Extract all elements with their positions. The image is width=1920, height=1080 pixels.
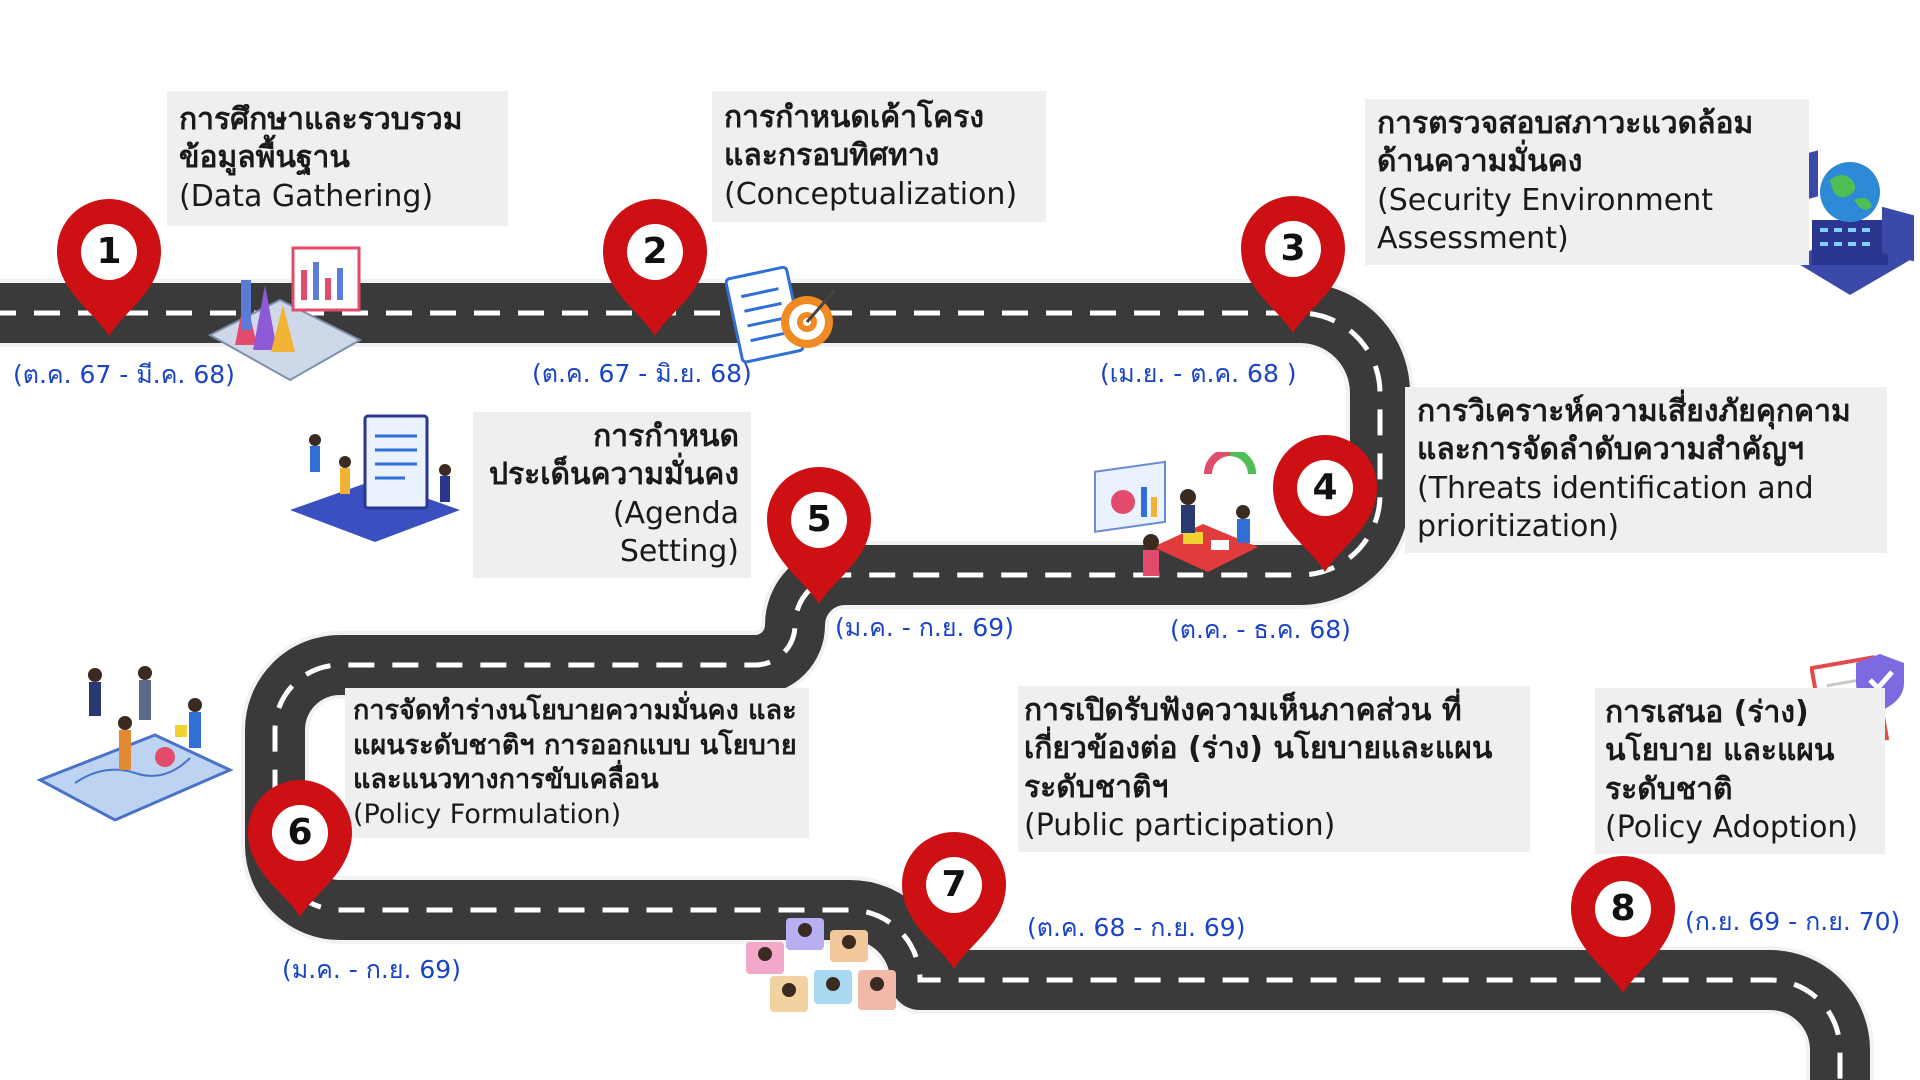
location-pin-icon: [248, 780, 352, 917]
step-7-label: การเปิดรับฟังความเห็นภาคส่วน ที่เกี่ยวข้…: [1018, 686, 1530, 852]
step-2-title-en: (Conceptualization): [724, 176, 1018, 212]
location-pin-icon: [767, 467, 871, 604]
step-7-date: (ต.ค. 68 - ก.ย. 69): [1027, 913, 1246, 942]
step-1-title-th: การศึกษาและรวบรวม ข้อมูลพื้นฐาน: [179, 102, 463, 176]
team-meeting-icon: [1094, 452, 1258, 576]
step-3-number: 3: [1280, 228, 1306, 269]
location-pin-icon: [1241, 196, 1345, 333]
location-pin-icon: [57, 199, 161, 336]
step-5-title-th: การกำหนด ประเด็นความมั่นคง: [488, 419, 739, 493]
step-4-title-en: (Threats identification and prioritizati…: [1417, 470, 1814, 545]
step-8-title-en: (Policy Adoption): [1605, 810, 1859, 846]
step-7-title-en: (Public participation): [1024, 808, 1336, 844]
step-1-number: 1: [96, 231, 122, 272]
step-6-pin: 6: [245, 777, 355, 927]
step-1-date: (ต.ค. 67 - มี.ค. 68): [13, 360, 235, 389]
analytics-tablet-icon: [207, 246, 363, 382]
step-1-label: การศึกษาและรวบรวม ข้อมูลพื้นฐาน (Data Ga…: [167, 91, 508, 227]
step-7-pin: 7: [899, 829, 1009, 979]
step-3-pin: 3: [1238, 193, 1348, 343]
location-pin-icon: [1571, 856, 1675, 993]
step-3-label: การตรวจสอบสภาวะแวดล้อม ด้านความมั่นคง (S…: [1365, 99, 1809, 265]
step-4-date: (ต.ค. - ธ.ค. 68): [1170, 615, 1351, 644]
step-7-number: 7: [941, 864, 967, 905]
step-4-pin: 4: [1270, 432, 1380, 582]
step-8-label: การเสนอ (ร่าง) นโยบาย และแผนระดับชาติ (P…: [1595, 688, 1885, 854]
step-5-pin: 5: [764, 464, 874, 614]
step-4-number: 4: [1312, 467, 1338, 508]
step-2-pin: 2: [600, 196, 710, 346]
step-4-label: การวิเคราะห์ความเสี่ยงภัยคุกคาม และการจั…: [1405, 387, 1887, 553]
step-3-title-en: (Security Environment Assessment): [1377, 182, 1713, 257]
step-5-number: 5: [806, 499, 832, 540]
step-8-date: (ก.ย. 69 - ก.ย. 70): [1685, 907, 1901, 936]
step-6-number: 6: [287, 812, 313, 853]
step-6-title-en: (Policy Formulation): [353, 798, 622, 830]
step-8-title-th: การเสนอ (ร่าง) นโยบาย และแผนระดับชาติ: [1605, 695, 1835, 807]
video-conference-icon: [746, 918, 896, 1012]
step-2-label: การกำหนดเค้าโครง และกรอบทิศทาง (Conceptu…: [712, 91, 1046, 223]
step-1-pin: 1: [54, 196, 164, 346]
step-1-title-en: (Data Gathering): [179, 178, 434, 214]
step-2-title-th: การกำหนดเค้าโครง และกรอบทิศทาง: [724, 100, 985, 174]
step-7-title-th: การเปิดรับฟังความเห็นภาคส่วน ที่เกี่ยวข้…: [1024, 693, 1493, 805]
document-team-icon: [290, 414, 460, 542]
step-4-title-th: การวิเคราะห์ความเสี่ยงภัยคุกคาม และการจั…: [1417, 394, 1851, 468]
step-2-date: (ต.ค. 67 - มิ.ย. 68): [532, 359, 752, 388]
step-5-label: การกำหนด ประเด็นความมั่นคง (Agenda Setti…: [473, 412, 751, 578]
location-pin-icon: [603, 199, 707, 336]
step-6-label: การจัดทำร่างนโยบายความมั่นคง และแผนระดับ…: [345, 688, 809, 839]
step-6-date: (ม.ค. - ก.ย. 69): [282, 955, 461, 984]
location-pin-icon: [902, 832, 1006, 969]
step-3-title-th: การตรวจสอบสภาวะแวดล้อม ด้านความมั่นคง: [1377, 106, 1754, 180]
step-8-number: 8: [1610, 888, 1636, 929]
location-pin-icon: [1273, 435, 1377, 572]
strategy-board-icon: [36, 666, 234, 822]
step-2-number: 2: [642, 231, 668, 272]
step-6-title-th: การจัดทำร่างนโยบายความมั่นคง และแผนระดับ…: [353, 695, 797, 796]
step-3-date: (เม.ย. - ต.ค. 68 ): [1100, 359, 1297, 388]
step-8-pin: 8: [1568, 853, 1678, 1003]
checklist-target-icon: [725, 265, 837, 364]
step-5-title-en: (Agenda Setting): [612, 495, 739, 570]
step-5-date: (ม.ค. - ก.ย. 69): [835, 613, 1014, 642]
globe-server-icon: [1786, 150, 1914, 295]
